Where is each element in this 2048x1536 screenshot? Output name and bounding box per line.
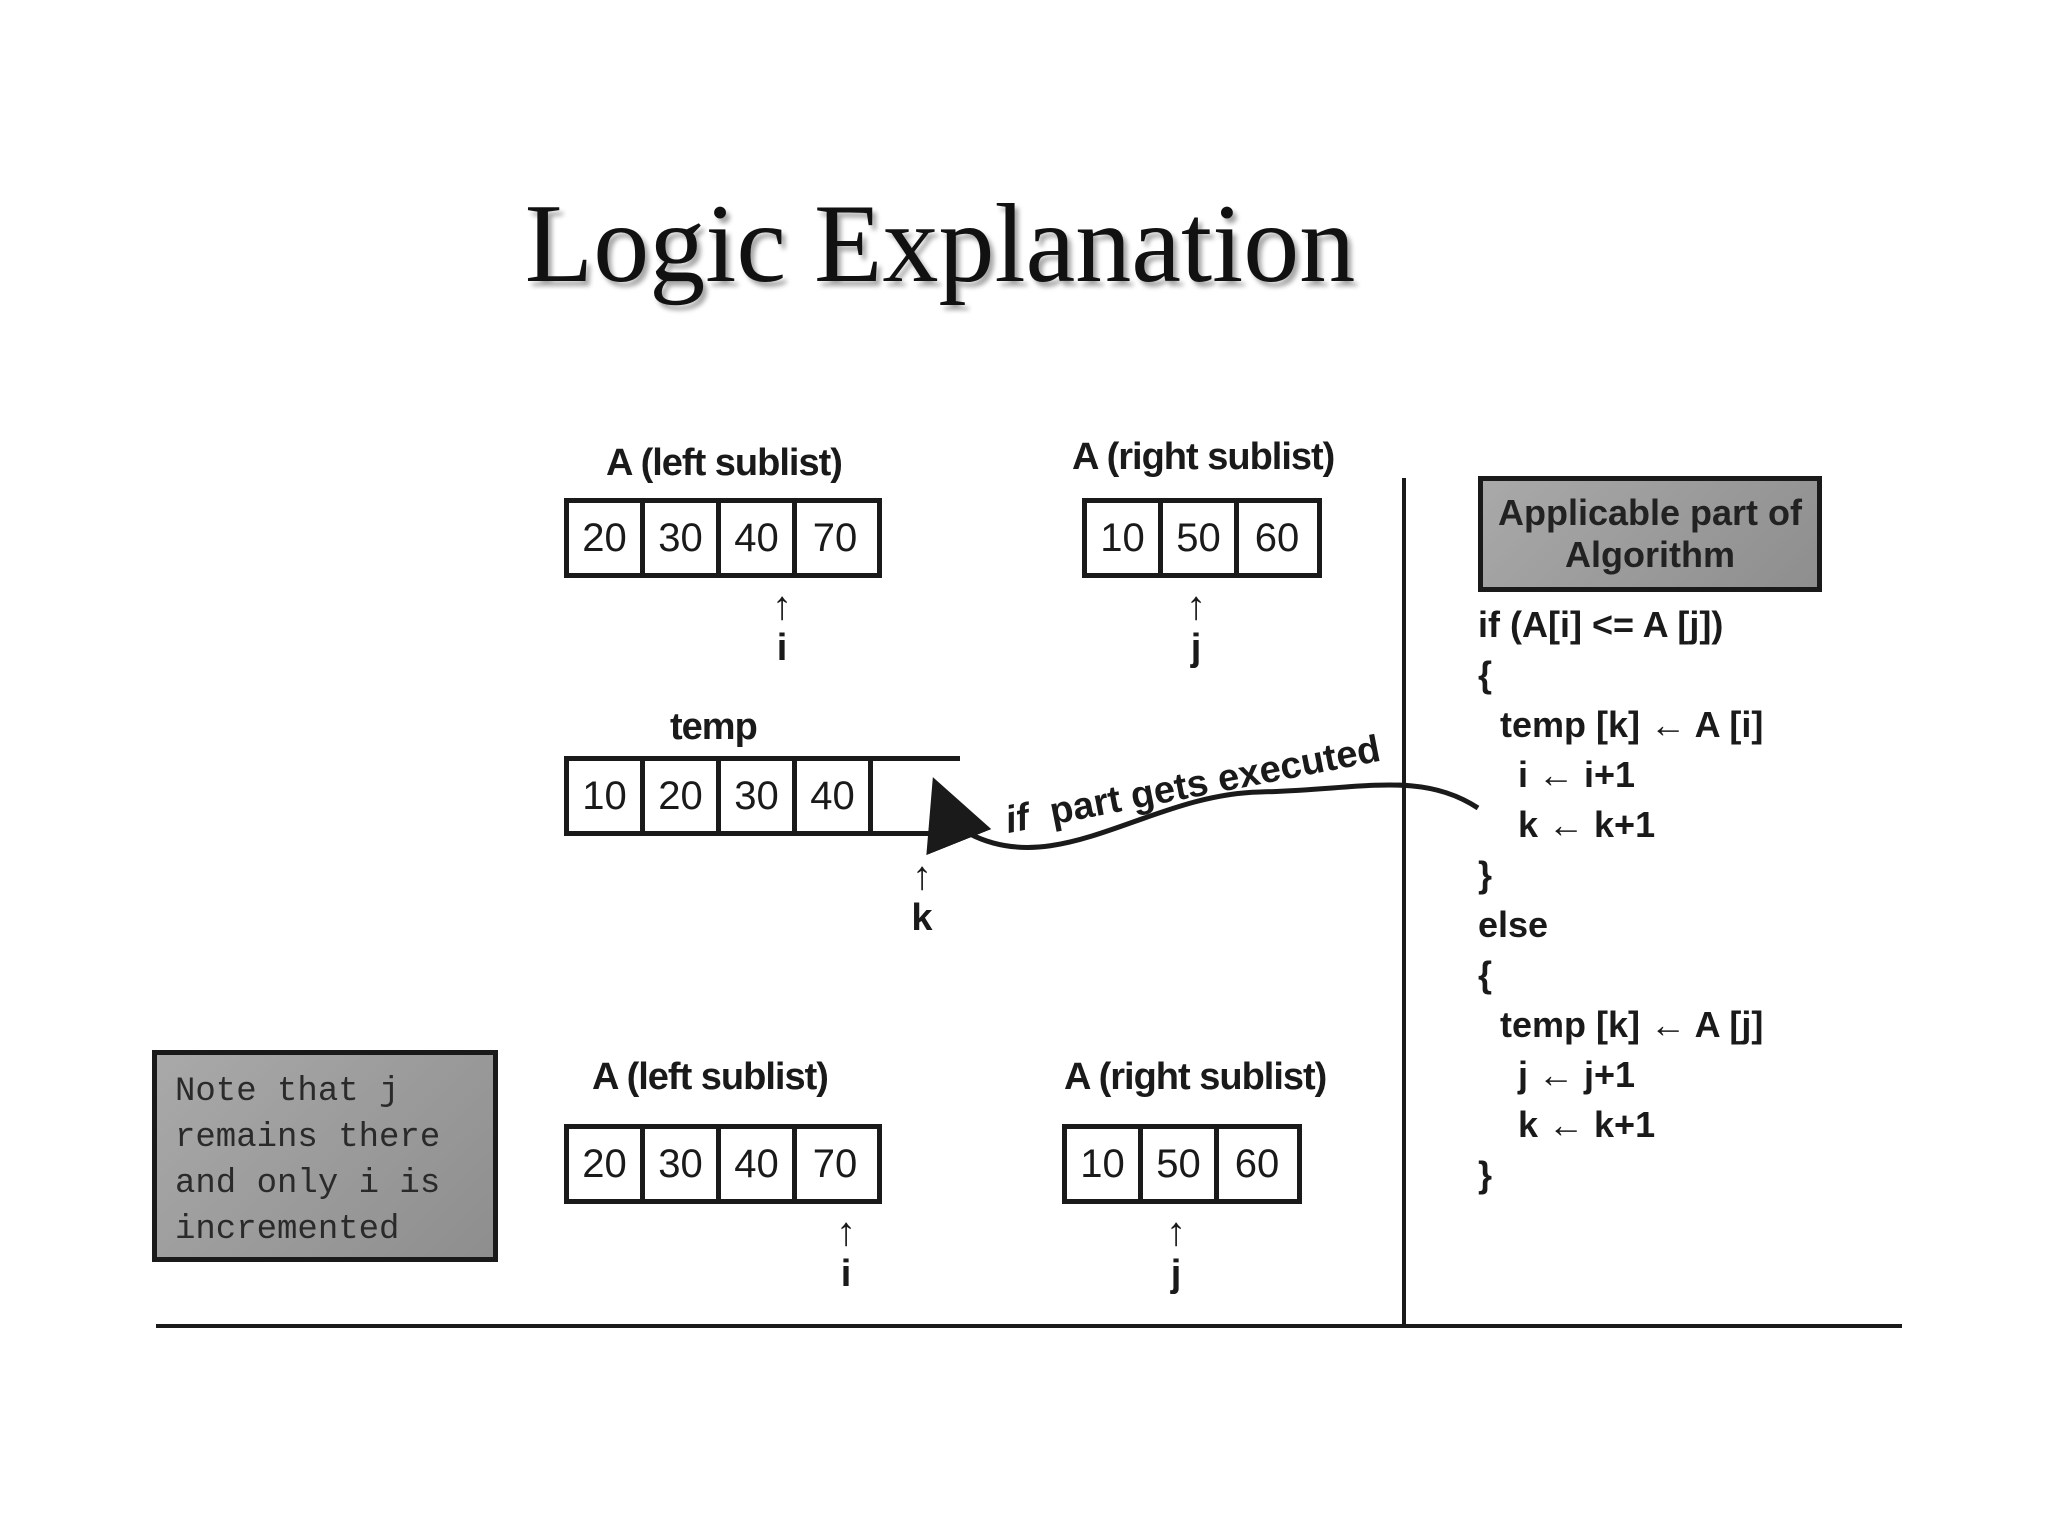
pointer-label: i [776, 627, 788, 669]
code-line: if (A[i] <= A [j]) [1478, 604, 1724, 645]
array-cell: 10 [1087, 503, 1163, 573]
code-line: temp [k] ← A [j] [1500, 1004, 1764, 1045]
up-arrow-icon: ↑ [912, 854, 932, 898]
bottom-left-sublist-label: A (left sublist) [592, 1056, 829, 1098]
temp-label: temp [670, 706, 758, 748]
array-cell: 10 [1067, 1129, 1143, 1199]
bottom-left-sublist-array: 20 30 40 70 [564, 1124, 882, 1204]
top-right-sublist-array: 10 50 60 [1082, 498, 1322, 578]
array-cell: 40 [721, 503, 797, 573]
up-arrow-icon: ↑ [836, 1210, 856, 1254]
code-line: temp [k] ← A [i] [1500, 704, 1764, 745]
bottom-right-sublist-array: 10 50 60 [1062, 1124, 1302, 1204]
array-cell: 20 [569, 503, 645, 573]
array-cell: 20 [645, 761, 721, 831]
note-box: Note that j remains there and only i is … [152, 1050, 498, 1262]
algorithm-header-line: Applicable part of [1497, 492, 1803, 533]
pointer-k: ↑ k [902, 856, 942, 940]
up-arrow-icon: ↑ [1166, 1210, 1186, 1254]
code-line: { [1478, 654, 1493, 695]
code-line: else [1478, 904, 1549, 945]
up-arrow-icon: ↑ [772, 584, 792, 628]
array-cell: 60 [1254, 515, 1300, 560]
array-cell: 30 [645, 503, 721, 573]
bottom-right-sublist-label: A (right sublist) [1064, 1056, 1327, 1098]
pointer-label: i [840, 1253, 852, 1295]
code-line: k ← k+1 [1518, 804, 1656, 845]
pointer-label: j [1170, 1253, 1182, 1295]
array-cell: 30 [721, 761, 797, 831]
array-cell: 40 [797, 761, 873, 831]
array-cell: 50 [1163, 503, 1239, 573]
pointer-i-top: ↑ i [762, 586, 802, 670]
up-arrow-icon: ↑ [1186, 584, 1206, 628]
code-line: k ← k+1 [1518, 1104, 1656, 1145]
temp-array: 10 20 30 40 [564, 756, 960, 836]
page-title: Logic Explanation [524, 182, 1356, 306]
array-cell: 60 [1234, 1141, 1280, 1186]
vertical-divider [1402, 478, 1406, 1328]
algorithm-header-line: Algorithm [1565, 534, 1735, 575]
note-line: incremented [175, 1211, 400, 1249]
array-cell: 40 [721, 1129, 797, 1199]
note-line: Note that j [175, 1073, 400, 1111]
array-cell: 50 [1143, 1129, 1219, 1199]
top-left-sublist-array: 20 30 40 70 [564, 498, 882, 578]
array-cell: 70 [812, 1141, 858, 1186]
array-cell: 70 [812, 515, 858, 560]
code-line: i ← i+1 [1518, 754, 1636, 795]
array-cell: 30 [645, 1129, 721, 1199]
note-line: remains there [175, 1119, 441, 1157]
array-cell: 10 [569, 761, 645, 831]
algorithm-header: Applicable part of Algorithm [1478, 476, 1822, 592]
array-cell: 20 [569, 1129, 645, 1199]
code-line: j ← j+1 [1518, 1054, 1636, 1095]
top-left-sublist-label: A (left sublist) [606, 442, 843, 484]
note-line: and only i is [175, 1165, 441, 1203]
top-right-sublist-label: A (right sublist) [1072, 436, 1335, 478]
code-line: } [1478, 1154, 1493, 1195]
code-line: { [1478, 954, 1493, 995]
pointer-i-bottom: ↑ i [826, 1212, 866, 1296]
code-line: } [1478, 854, 1493, 895]
pointer-label: k [911, 897, 933, 939]
pointer-label: j [1190, 627, 1202, 669]
pointer-j-bottom: ↑ j [1156, 1212, 1196, 1296]
pointer-j-top: ↑ j [1176, 586, 1216, 670]
bottom-rule [156, 1324, 1902, 1328]
